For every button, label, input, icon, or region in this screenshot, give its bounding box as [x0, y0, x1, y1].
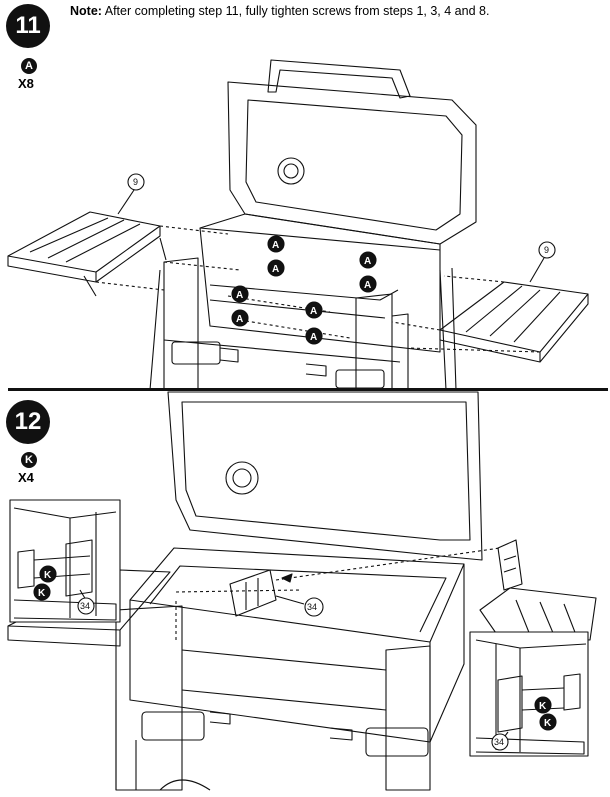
step-12-badge: 12: [6, 400, 50, 444]
svg-text:K: K: [38, 588, 46, 599]
screw-marker-k: K: [33, 583, 51, 601]
part-k-key: K: [21, 452, 37, 468]
step-12-grill: [7, 391, 597, 791]
callout-text: 9: [544, 245, 549, 255]
svg-text:A: A: [236, 290, 243, 301]
callout-9-left: 9: [117, 173, 145, 215]
screw-marker-a: A: [305, 301, 323, 319]
left-inset-detail: 34 K K: [9, 499, 121, 623]
callout-text: 34: [80, 601, 90, 611]
arrow-head: [281, 573, 293, 583]
part-a-quantity: X8: [18, 76, 34, 91]
svg-text:K: K: [539, 701, 547, 712]
svg-text:A: A: [364, 280, 371, 291]
screw-markers-a: A A A A A A A A: [231, 235, 377, 345]
right-inset-detail: 34 K K: [469, 631, 589, 757]
step-divider: [8, 388, 608, 391]
svg-text:A: A: [236, 314, 243, 325]
callout-9-right: 9: [529, 241, 556, 283]
step-11-badge: 11: [6, 4, 50, 48]
svg-text:A: A: [272, 240, 279, 251]
step-11-number: 11: [15, 12, 41, 39]
note-text: After completing step 11, fully tighten …: [104, 4, 490, 18]
callout-34-main: 34: [275, 595, 324, 617]
screw-marker-k: K: [539, 713, 557, 731]
screw-marker-a: A: [305, 327, 323, 345]
screw-marker-a: A: [267, 259, 285, 277]
screw-marker-a: A: [231, 285, 249, 303]
step-12-number: 12: [14, 408, 42, 435]
step-11-grill: [149, 59, 477, 391]
callout-text: 9: [133, 177, 138, 187]
part-k-quantity: X4: [18, 470, 34, 485]
screw-marker-k: K: [534, 696, 552, 714]
screw-marker-a: A: [267, 235, 285, 253]
note-label: Note:: [70, 4, 102, 18]
screw-marker-a: A: [359, 251, 377, 269]
svg-text:A: A: [310, 332, 317, 343]
screw-marker-a: A: [231, 309, 249, 327]
screw-marker-k: K: [39, 565, 57, 583]
svg-text:A: A: [272, 264, 279, 275]
alignment-lines-11: [95, 225, 541, 353]
step-11-note: Note: After completing step 11, fully ti…: [70, 4, 489, 18]
right-side-shelf: [439, 281, 589, 363]
svg-text:K: K: [544, 718, 552, 729]
svg-text:A: A: [364, 256, 371, 267]
part-a-key: A: [21, 58, 37, 74]
svg-text:A: A: [310, 306, 317, 317]
screw-marker-a: A: [359, 275, 377, 293]
alignment-lines-12: [175, 547, 501, 640]
callout-text: 34: [494, 737, 504, 747]
callout-text: 34: [307, 602, 317, 612]
svg-text:K: K: [44, 570, 52, 581]
left-side-shelf: [7, 211, 167, 297]
